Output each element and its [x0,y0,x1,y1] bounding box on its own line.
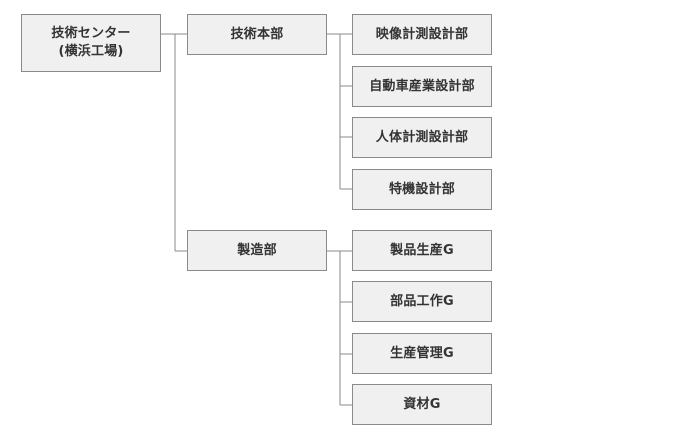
division-node-engineering: 技術本部 [187,14,327,55]
division-node-manufacturing: 製造部 [187,230,327,271]
department-node: 人体計測設計部 [352,117,492,158]
department-node: 特機設計部 [352,169,492,210]
department-label: 自動車産業設計部 [369,78,475,94]
group-label: 生産管理G [390,345,454,361]
group-label: 製品生産G [390,242,454,258]
department-node: 映像計測設計部 [352,14,492,55]
division-label: 製造部 [237,242,277,258]
group-label: 資材G [403,396,441,412]
root-node-title: 技術センター [51,26,131,41]
group-node: 資材G [352,384,492,425]
department-label: 映像計測設計部 [375,26,469,42]
group-node: 部品工作G [352,281,492,322]
department-node: 自動車産業設計部 [352,66,492,107]
root-node-subtitle: (横浜工場) [58,44,124,59]
group-node: 生産管理G [352,333,492,374]
division-label: 技術本部 [230,26,284,42]
group-node: 製品生産G [352,230,492,271]
root-node-tech-center: 技術センター (横浜工場) [21,14,161,72]
group-label: 部品工作G [390,293,454,309]
department-label: 特機設計部 [388,181,455,197]
department-label: 人体計測設計部 [375,129,469,145]
